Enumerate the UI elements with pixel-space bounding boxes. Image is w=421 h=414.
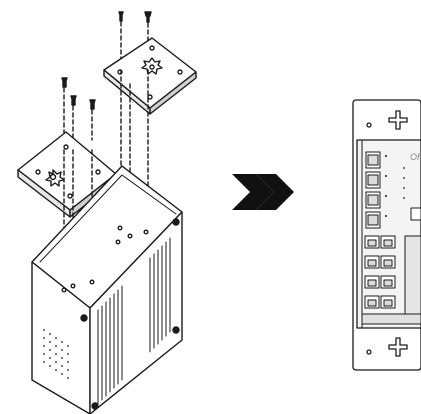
brand-logo: ORi: [410, 152, 421, 162]
vent-grid: [43, 329, 69, 379]
screw-icon: [70, 95, 77, 141]
screw-icon: [118, 11, 124, 61]
rj45-ports: [364, 235, 396, 309]
console-port: [410, 207, 421, 221]
power-terminal: [404, 235, 421, 317]
cross-cutout-icon: [45, 169, 65, 187]
heatsink-fins: [97, 237, 171, 405]
exploded-assembly: [17, 11, 197, 414]
mount-hole-bottom: [366, 337, 408, 357]
mount-hole-top: [366, 110, 408, 130]
led-indicators: [385, 155, 405, 217]
screws-left-plate: [61, 77, 96, 141]
screw-icon: [61, 77, 68, 141]
cross-cutout-icon: [141, 57, 163, 75]
assembled-switch: ORi: [352, 99, 421, 371]
sfp-ports: [365, 151, 381, 229]
mounting-plate-right: [103, 37, 197, 115]
double-arrow-icon: [232, 174, 294, 210]
screw-icon: [89, 99, 96, 141]
switch-housing: [31, 165, 183, 414]
